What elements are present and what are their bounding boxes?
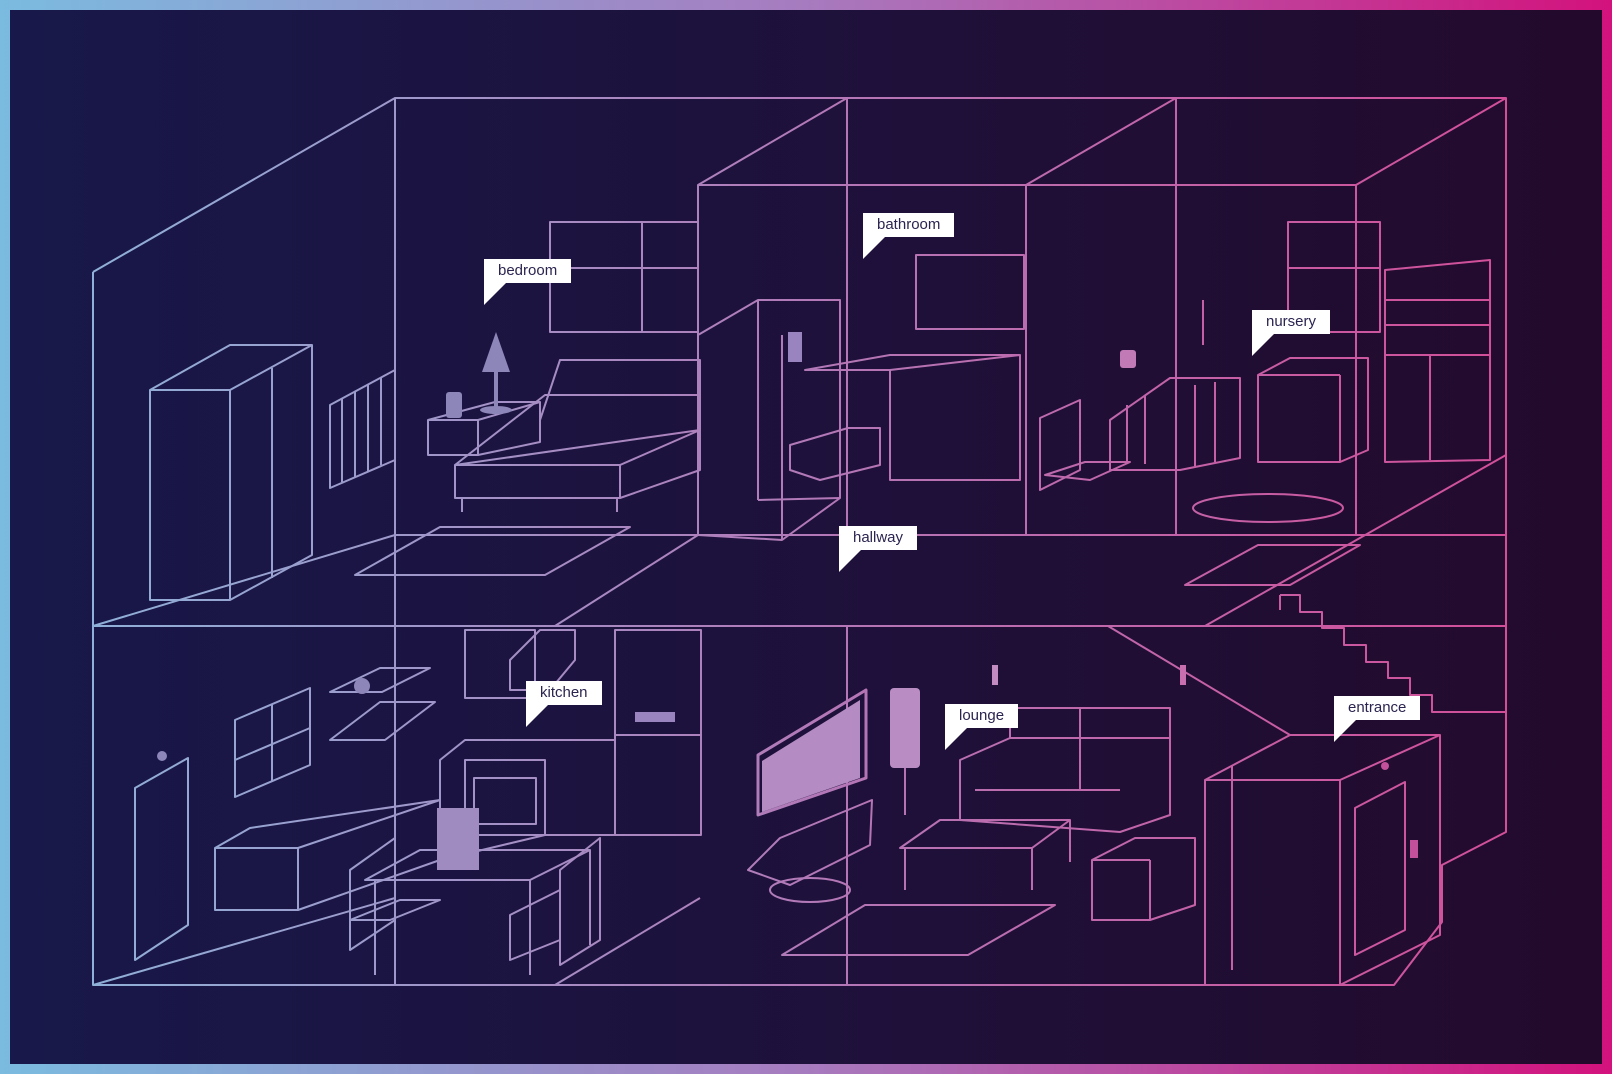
house-outline [92, 97, 1507, 986]
room-label-bedroom: bedroom [484, 259, 572, 305]
room-label-kitchen: kitchen [526, 681, 602, 727]
filled-objects [157, 332, 1418, 870]
room-label-lounge: lounge [945, 704, 1019, 750]
room-label-entrance: entrance [1334, 696, 1421, 742]
room-label-hallway: hallway [839, 526, 918, 572]
room-label-nursery: nursery [1252, 310, 1331, 356]
room-label-bathroom: bathroom [863, 213, 955, 259]
house-wireframe [92, 97, 1507, 986]
